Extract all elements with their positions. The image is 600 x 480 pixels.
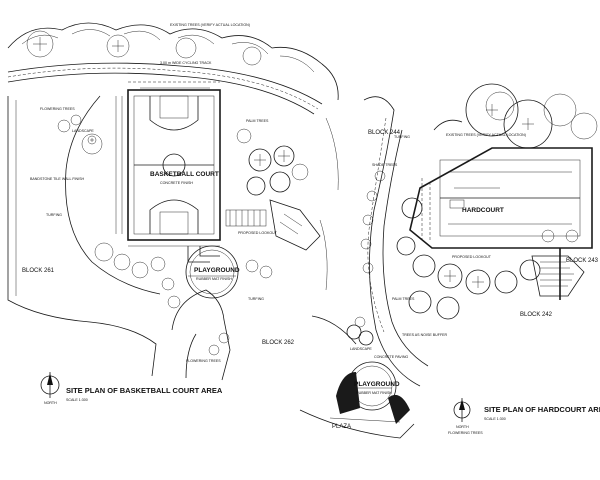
- cycling-track: [7, 62, 323, 115]
- left-north-label: NORTH: [44, 401, 57, 405]
- left-north-arrow: [40, 372, 60, 398]
- right-plan-labels: EXISTING TREES (VERIFY ACTUAL LOCATION) …: [332, 130, 600, 435]
- right-north-arrow: [453, 398, 471, 422]
- tile-wall-label: BANDSTONE TILE WALL FINISH: [30, 177, 85, 181]
- right-flowering-trees-label: FLOWERING TREES: [448, 431, 483, 435]
- right-plan-scale: SCALE 1:300: [484, 417, 506, 421]
- landscape-label: LANDSCAPE: [72, 129, 94, 133]
- site-boundary: [7, 95, 161, 377]
- block-261-label: BLOCK 261: [22, 268, 55, 274]
- left-playground-label: PLAYGROUND: [194, 267, 240, 274]
- right-existing-trees: [433, 83, 598, 149]
- hardcourt-label: HARDCOURT: [462, 207, 504, 214]
- left-playground: [185, 245, 239, 299]
- block-242-label: BLOCK 242: [520, 312, 553, 318]
- right-landscape-label: LANDSCAPE: [350, 347, 372, 351]
- left-playground-finish: RUBBER MAT FINISH: [196, 277, 232, 281]
- palm-trees-label: PALM TREES: [246, 119, 269, 123]
- left-trees: [57, 114, 309, 356]
- existing-tree-canopy: [7, 22, 339, 101]
- left-plan-labels: EXISTING TREES (VERIFY ACTUAL LOCATION) …: [22, 23, 295, 405]
- right-playground-finish: RUBBER MAT FINISH: [356, 391, 392, 395]
- hardcourt: [409, 147, 593, 249]
- existing-trees-label: EXISTING TREES (VERIFY ACTUAL LOCATION): [170, 23, 250, 27]
- block-243-label: BLOCK 243: [566, 258, 599, 264]
- block-244-label: BLOCK 244: [368, 130, 401, 136]
- plaza: [299, 372, 415, 439]
- right-plan-title: SITE PLAN OF HARDCOURT AREA: [484, 405, 600, 414]
- right-playground-label: PLAYGROUND: [354, 381, 400, 388]
- curved-street: [311, 96, 429, 387]
- concrete-paving-label: CONCRETE PAVING: [374, 355, 408, 359]
- shade-trees-label: SHADE TREES: [372, 163, 398, 167]
- cycling-track-label: 3.00 m WIDE CYCLING TRACK: [160, 61, 212, 65]
- right-lookout-label: PROPOSED LOOKOUT: [452, 255, 492, 259]
- plaza-label: PLAZA: [332, 424, 351, 430]
- basketball-site-plan: [7, 22, 339, 398]
- right-trees: [346, 170, 579, 346]
- flowering-trees-label-2: FLOWERING TREES: [186, 359, 221, 363]
- right-turfing-label: TURFING: [394, 135, 410, 139]
- basketball-court-label: BASKETBALL COURT: [150, 171, 219, 178]
- noise-buffer-label: TREES AS NOISE BUFFER: [402, 333, 448, 337]
- right-north-label: NORTH: [456, 425, 469, 429]
- block-262-label: BLOCK 262: [262, 340, 295, 346]
- right-existing-trees-label: EXISTING TREES (VERIFY ACTUAL LOCATION): [446, 133, 526, 137]
- lookout-label: PROPOSED LOOKOUT: [238, 231, 278, 235]
- basketball-court: [115, 81, 221, 247]
- left-plan-scale: SCALE 1:300: [66, 398, 88, 402]
- flowering-trees-label: FLOWERING TREES: [40, 107, 75, 111]
- court-finish-label: CONCRETE FINISH: [160, 181, 193, 185]
- hardcourt-site-plan: [299, 83, 598, 439]
- left-plan-title: SITE PLAN OF BASKETBALL COURT AREA: [66, 386, 223, 395]
- turfing-label: TURFING: [46, 213, 62, 217]
- right-palm-trees-label: PALM TREES: [392, 297, 415, 301]
- turfing-label-2: TURFING: [248, 297, 264, 301]
- right-stairs: [531, 248, 585, 300]
- walkway: [171, 199, 321, 381]
